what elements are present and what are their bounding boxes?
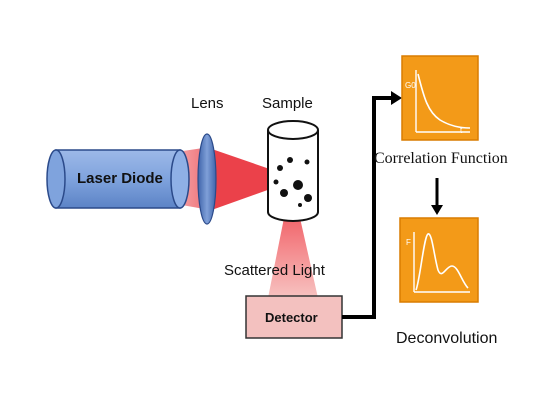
lens-label: Lens [191,95,224,112]
lens [197,133,217,225]
correlation-x-label: t [460,126,463,135]
laser-diode-label: Laser Diode [77,170,163,187]
scattered-light-label: Scattered Light [224,262,325,279]
deconvolution-y-label: F [406,238,411,247]
laser-beam-converging [206,147,290,212]
correlation-y-label: G0 [405,81,416,90]
scattered-light-beam [268,218,318,298]
deconvolution-plot [399,217,479,303]
correlation-plot [401,55,479,141]
arrowhead-correlation [391,91,402,105]
arrow-to-correlation [342,96,392,319]
laser-diode [46,149,190,209]
correlation-function-label: Correlation Function [374,150,508,167]
sample-cuvette [267,120,319,222]
arrowhead-deconvolution [431,205,443,215]
detector-label: Detector [265,310,318,325]
deconvolution-label: Deconvolution [396,330,498,347]
sample-label: Sample [262,95,313,112]
